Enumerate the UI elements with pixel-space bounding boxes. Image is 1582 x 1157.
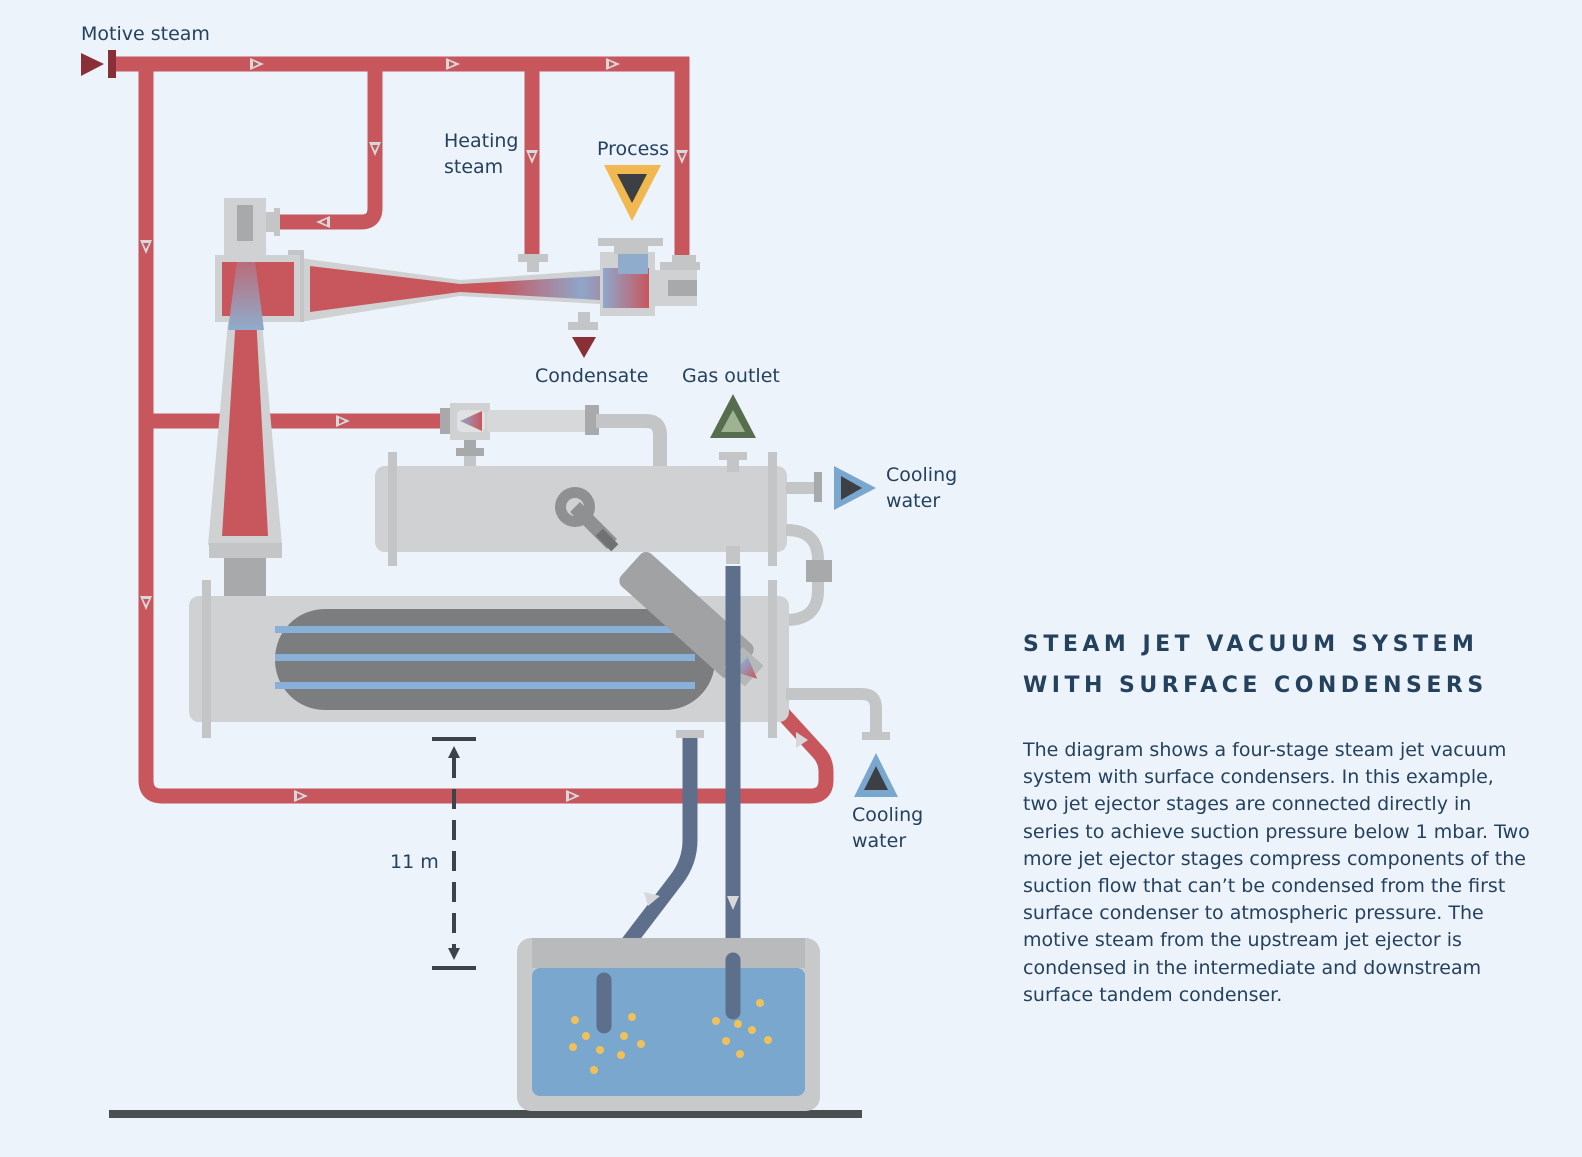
- motive-steam-piping: [112, 56, 834, 804]
- flow-arrow-inner: [143, 61, 685, 799]
- diagram-description: The diagram shows a four-stage steam jet…: [1023, 739, 1530, 1006]
- leg-flange-left: [676, 730, 704, 738]
- motive-steam-inlet-icon: [81, 53, 104, 76]
- process-diagram: [81, 50, 898, 1118]
- leg-flange-right: [726, 546, 740, 564]
- cooling-water-outlet-icon: [854, 753, 898, 797]
- heating-steam-label: Heating steam: [444, 130, 519, 178]
- inlet-flange: [108, 50, 116, 78]
- height-label: 11 m: [390, 851, 439, 873]
- horizontal-jet-ejector: [288, 238, 700, 330]
- gas-outlet-icon: [710, 394, 756, 438]
- condensate-outlet-icon: [572, 337, 596, 358]
- vertical-jet-ejector: [208, 198, 300, 617]
- condensate-label: Condensate: [535, 365, 649, 387]
- process-inlet-icon: [604, 165, 661, 221]
- height-dimension: [432, 737, 476, 970]
- process-label: Process: [597, 138, 670, 160]
- cooling-water-outlet-label: Cooling water: [852, 804, 924, 852]
- bubbles: [569, 999, 772, 1074]
- gas-outlet-label: Gas outlet: [682, 365, 780, 387]
- cooling-water-inlet-label: Cooling water: [886, 464, 958, 512]
- ground-line: [109, 1110, 862, 1118]
- motive-steam-label: Motive steam: [81, 23, 210, 45]
- hotwell-tank: [517, 938, 820, 1111]
- title-line-2: WITH SURFACE CONDENSERS: [1023, 673, 1488, 698]
- cooling-water-inlet-icon: [834, 466, 876, 510]
- diagram-title: STEAM JET VACUUM SYSTEM WITH SURFACE CON…: [1023, 624, 1543, 706]
- intermediate-surface-condenser: [189, 580, 890, 740]
- title-line-1: STEAM JET VACUUM SYSTEM: [1023, 632, 1479, 657]
- small-jet-ejector: [440, 403, 667, 472]
- drain-arrows: [644, 892, 739, 910]
